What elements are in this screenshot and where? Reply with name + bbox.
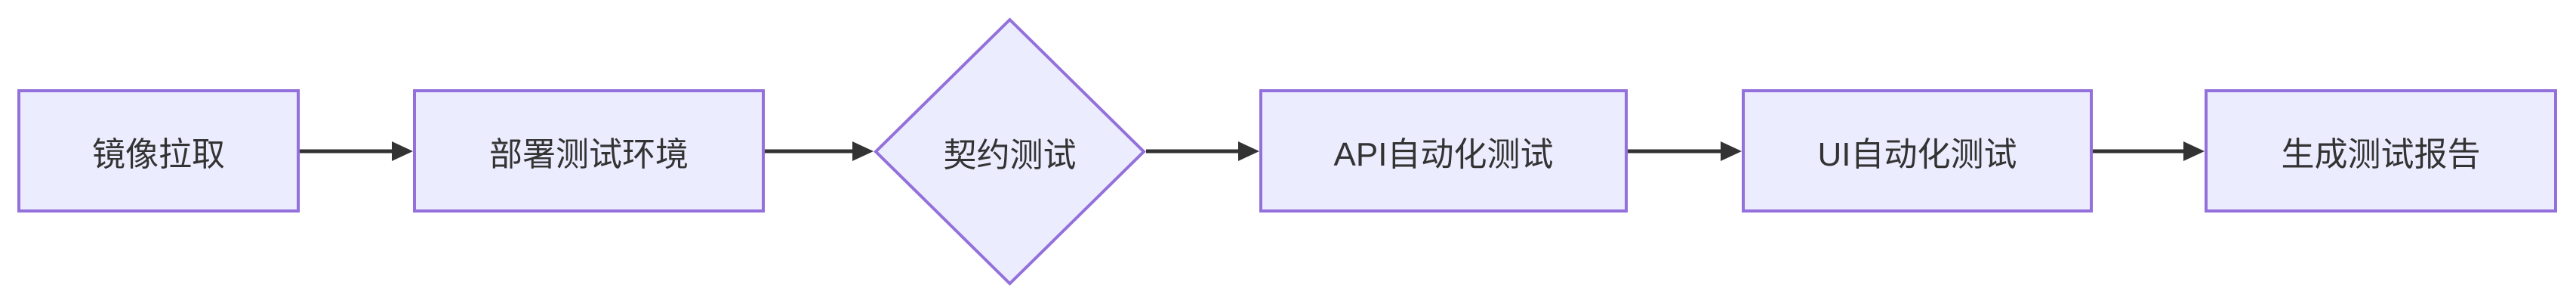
arrowhead-icon xyxy=(392,141,413,161)
arrowhead-icon xyxy=(1721,141,1742,161)
flow-node-contract-test: 契约测试 xyxy=(874,17,1146,286)
node-label: 生成测试报告 xyxy=(2281,135,2481,173)
node-label: 镜像拉取 xyxy=(92,135,225,173)
flow-node-ui-automation-test: UI自动化测试 xyxy=(1742,89,2093,212)
flow-node-deploy-test-env: 部署测试环境 xyxy=(413,89,765,212)
arrowhead-icon xyxy=(852,141,874,161)
node-label: API自动化测试 xyxy=(1333,135,1554,173)
flow-node-image-pull: 镜像拉取 xyxy=(17,89,300,212)
flow-edge-1 xyxy=(300,141,413,161)
flow-node-api-automation-test: API自动化测试 xyxy=(1259,89,1628,212)
flow-edge-5 xyxy=(2093,141,2205,161)
node-label: 契约测试 xyxy=(943,136,1077,174)
node-label: UI自动化测试 xyxy=(1817,135,2017,173)
flow-edge-4 xyxy=(1628,141,1742,161)
node-label: 部署测试环境 xyxy=(489,135,689,173)
flow-node-generate-test-report: 生成测试报告 xyxy=(2205,89,2557,212)
flow-edge-3 xyxy=(1146,141,1259,161)
arrowhead-icon xyxy=(2183,141,2205,161)
diamond-shape xyxy=(874,17,1146,286)
arrowhead-icon xyxy=(1238,141,1259,161)
flow-edge-2 xyxy=(765,141,874,161)
